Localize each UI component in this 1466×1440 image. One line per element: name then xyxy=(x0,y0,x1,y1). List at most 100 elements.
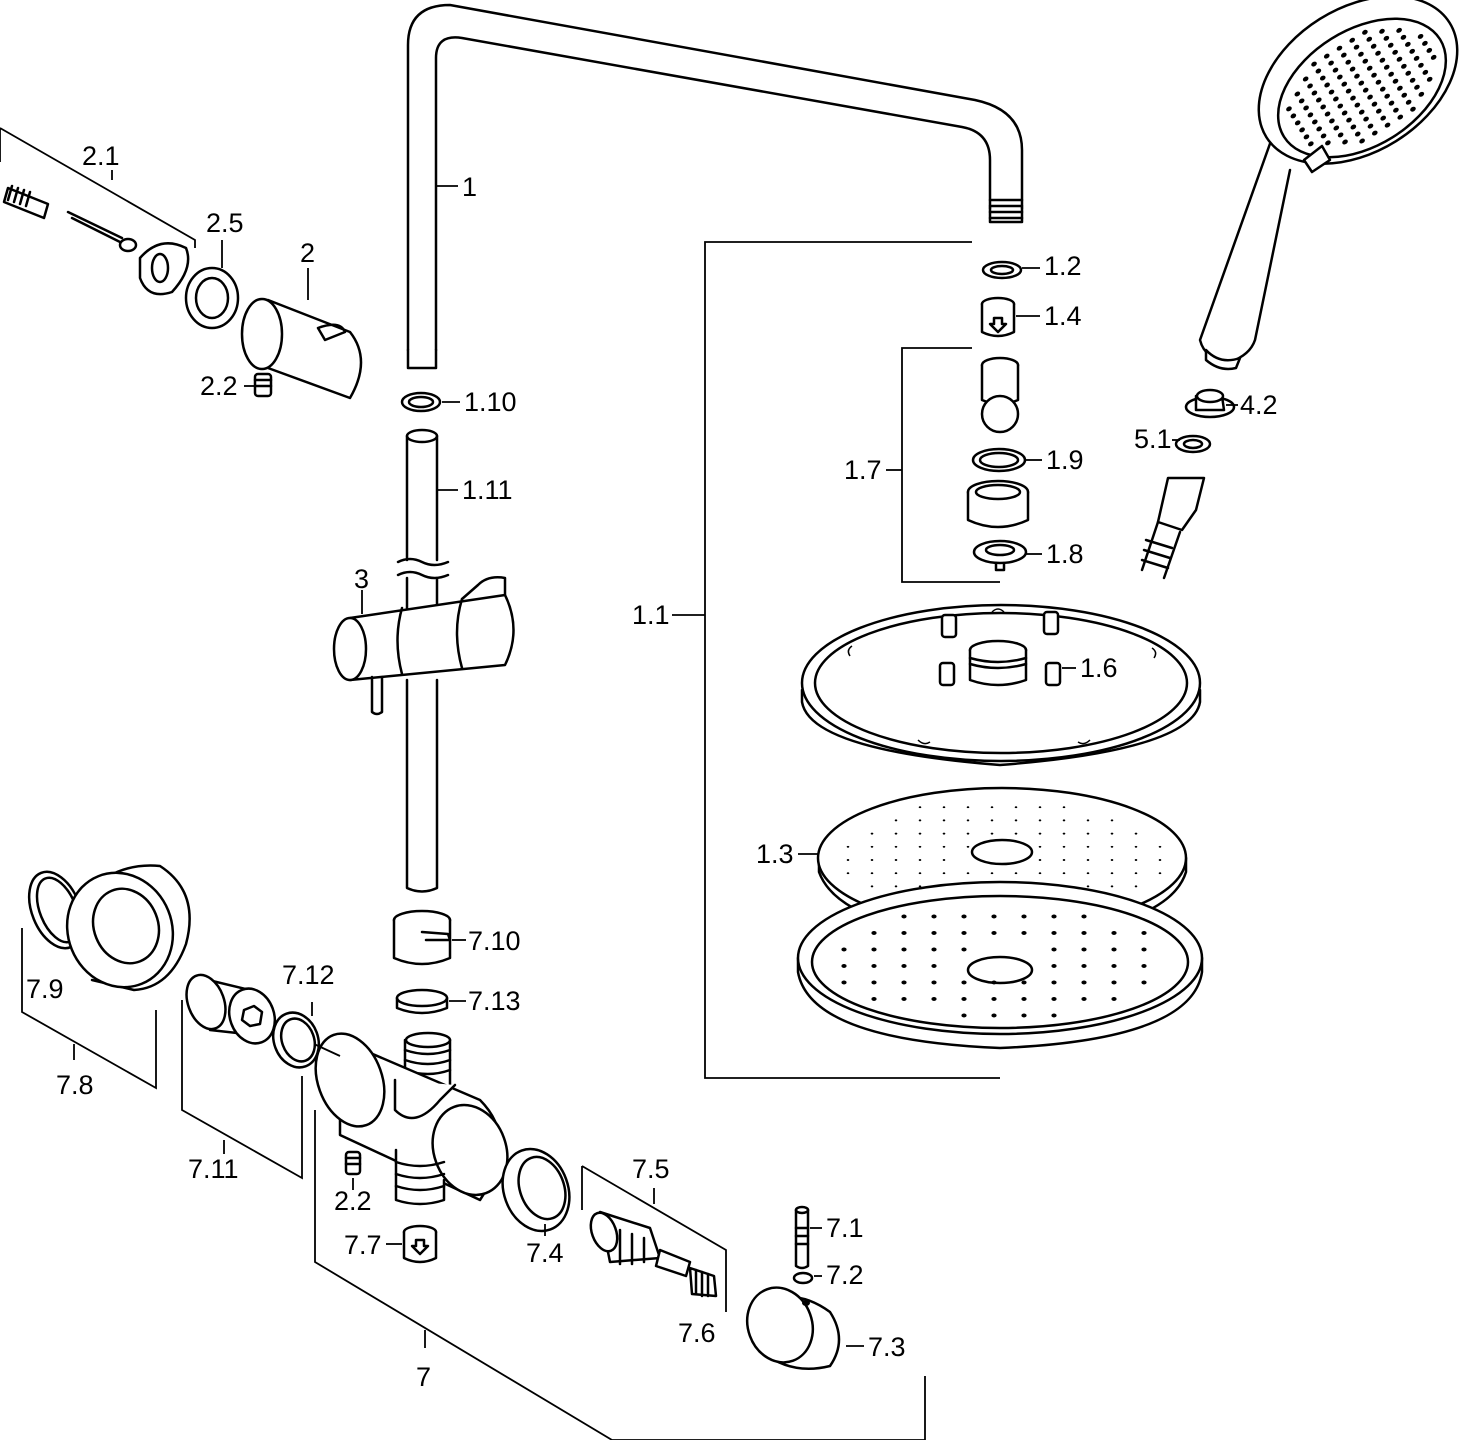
nozzle-dot xyxy=(870,872,874,875)
nozzle-dot xyxy=(1051,931,1057,935)
nozzle-dot xyxy=(1405,41,1411,47)
nozzle-dot xyxy=(931,964,937,968)
nozzle-dot xyxy=(1141,947,1147,952)
nozzle-dot xyxy=(1370,43,1377,49)
nozzle-dot xyxy=(1380,115,1387,121)
nozzle-dot xyxy=(1387,42,1394,48)
nozzle-dot xyxy=(991,1013,997,1018)
nozzle-dot xyxy=(1430,54,1437,60)
nozzle-dot xyxy=(1418,91,1425,97)
nozzle-dot xyxy=(901,964,907,968)
nozzle-dot xyxy=(1384,93,1390,99)
nozzle-dot xyxy=(918,806,922,809)
nozzle-dot xyxy=(1388,71,1394,77)
nozzle-dot xyxy=(871,997,877,1001)
nozzle-dot xyxy=(1371,101,1378,107)
nozzle-dot xyxy=(894,845,898,848)
label-1-1: 1.1 xyxy=(632,600,670,630)
part-7-thermostat-body xyxy=(314,1031,509,1206)
nozzle-dot xyxy=(966,872,970,875)
nozzle-dot xyxy=(1302,76,1309,82)
nozzle-dot xyxy=(1081,964,1087,968)
part-1-4-flow-limiter xyxy=(980,296,1016,338)
nozzle-dot xyxy=(1354,131,1361,137)
overhead-shower-bottom-cover xyxy=(796,880,1204,1050)
nozzle-dot xyxy=(1379,28,1385,34)
label-2-5: 2.5 xyxy=(206,208,244,238)
nozzle-dot xyxy=(1392,49,1398,55)
nozzle-dot xyxy=(1324,111,1331,117)
nozzle-dot xyxy=(1141,964,1147,968)
nozzle-dot xyxy=(894,819,898,822)
nozzle-dot xyxy=(871,964,877,968)
part-7-11-adapter xyxy=(185,973,277,1045)
nozzle-dot xyxy=(1392,78,1399,84)
nozzle-dot xyxy=(1349,37,1356,43)
nozzle-dot xyxy=(1021,914,1027,919)
label-1-6: 1.6 xyxy=(1080,653,1118,683)
nozzle-dot xyxy=(1134,845,1138,848)
nozzle-dot xyxy=(1383,64,1390,70)
nozzle-dot xyxy=(1038,819,1042,822)
nozzle-dot xyxy=(1405,99,1412,105)
nozzle-dot xyxy=(870,885,874,888)
nozzle-dot xyxy=(942,819,946,822)
nozzle-dot xyxy=(1422,69,1429,75)
nozzle-dot xyxy=(894,885,898,888)
nozzle-dot xyxy=(846,845,850,848)
part-1-7-ball-joint xyxy=(980,356,1020,434)
nozzle-dot xyxy=(901,980,907,985)
nozzle-dot xyxy=(1384,122,1391,128)
riser-rod xyxy=(396,428,450,893)
nozzle-dot xyxy=(1110,872,1114,875)
nozzle-dot xyxy=(1397,85,1403,91)
nozzle-dot xyxy=(1393,107,1399,113)
nozzle-dot xyxy=(991,931,997,935)
nozzle-dot xyxy=(1086,859,1090,861)
nozzle-dot xyxy=(1366,65,1373,71)
nozzle-dot xyxy=(871,947,877,952)
nozzle-dot xyxy=(1158,872,1162,875)
nozzle-dot xyxy=(1400,34,1407,40)
nozzle-dot xyxy=(918,845,922,848)
label-2-2-lower: 2.2 xyxy=(334,1186,372,1216)
nozzle-dot xyxy=(990,872,994,875)
nozzle-dot xyxy=(966,819,970,822)
nozzle-dot xyxy=(1397,114,1404,120)
nozzle-dot xyxy=(991,997,997,1001)
nozzle-dot xyxy=(1358,80,1365,86)
nozzle-dot xyxy=(1345,59,1352,65)
nozzle-dot xyxy=(1418,62,1424,68)
nozzle-dot xyxy=(1051,980,1057,985)
label-7-13: 7.13 xyxy=(468,986,521,1016)
nozzle-dot xyxy=(1062,819,1066,822)
label-3: 3 xyxy=(354,564,369,594)
nozzle-dot xyxy=(1086,885,1090,888)
nozzle-dot xyxy=(1038,872,1042,875)
nozzle-dot xyxy=(1354,73,1360,79)
label-7-1: 7.1 xyxy=(826,1213,864,1243)
nozzle-dot xyxy=(942,872,946,875)
part-7-1-pin xyxy=(794,1205,810,1270)
label-2-2-upper: 2.2 xyxy=(200,371,238,401)
nozzle-dot xyxy=(1051,914,1057,919)
nozzle-dot xyxy=(1410,106,1416,112)
part-4-2-connector xyxy=(1184,388,1236,419)
nozzle-dot xyxy=(1110,859,1114,861)
nozzle-dot xyxy=(1401,63,1407,69)
bracket-7-5 xyxy=(581,1165,727,1312)
nozzle-dot xyxy=(871,931,877,935)
nozzle-dot xyxy=(870,832,874,835)
nozzle-dot xyxy=(1021,997,1027,1001)
nozzle-dot xyxy=(1014,806,1018,809)
nozzle-dot xyxy=(990,819,994,822)
label-7-2: 7.2 xyxy=(826,1260,864,1290)
nozzle-dot xyxy=(1141,931,1147,935)
nozzle-dot xyxy=(1303,134,1310,140)
nozzle-dot xyxy=(990,832,994,835)
label-1-2: 1.2 xyxy=(1044,251,1082,281)
nozzle-dot xyxy=(1417,33,1424,39)
nozzle-dot xyxy=(942,845,946,848)
nozzle-dot xyxy=(1051,997,1057,1001)
part-7-2-oring xyxy=(792,1271,814,1285)
